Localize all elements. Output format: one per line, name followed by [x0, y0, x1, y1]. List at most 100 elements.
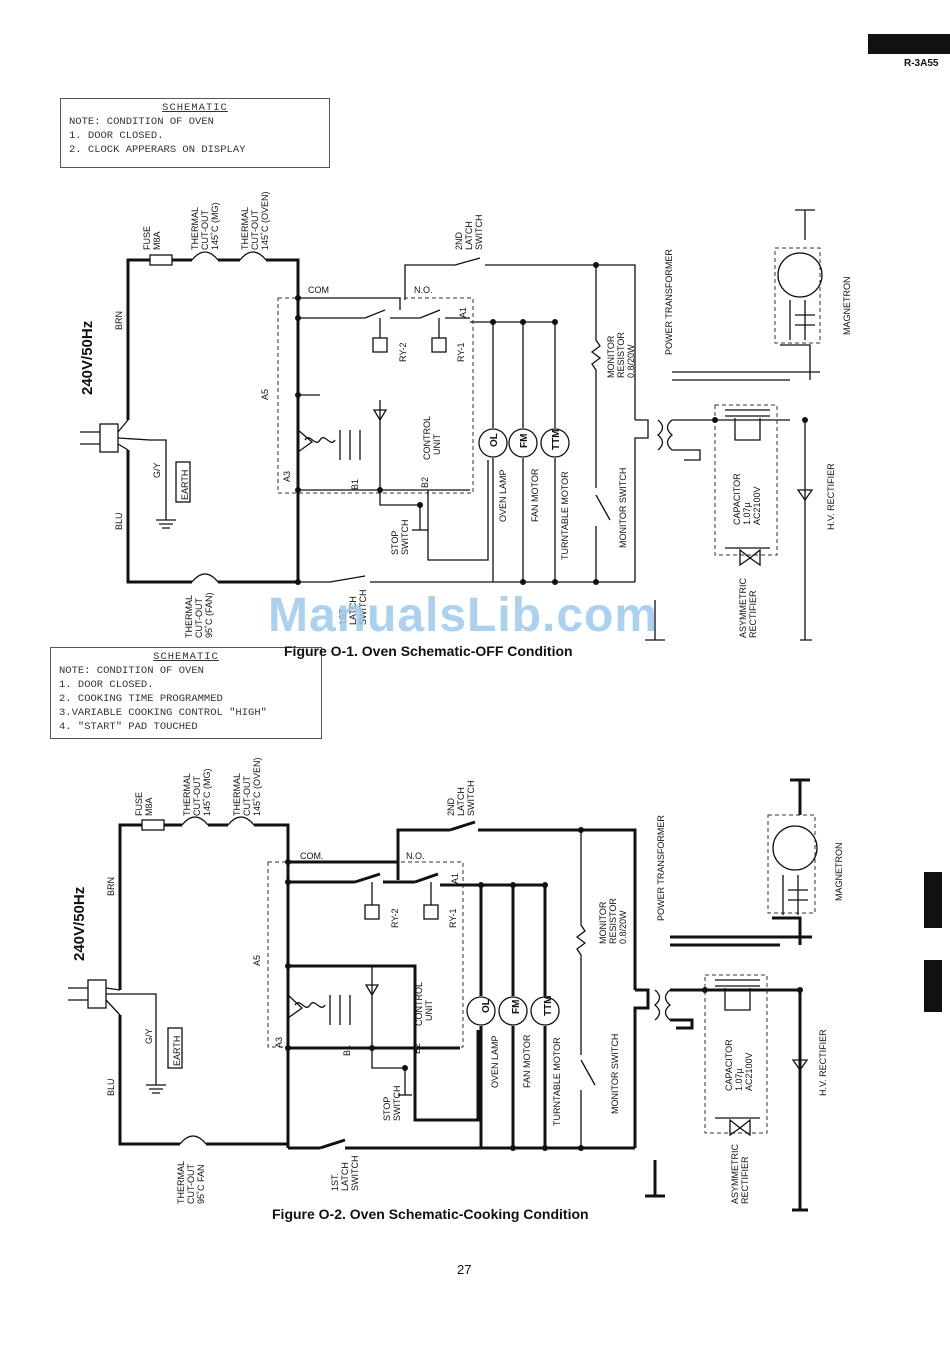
- schematic-note-box-1: SCHEMATIC NOTE: CONDITION OF OVEN 1. DOO…: [60, 98, 330, 168]
- label-latch2-3: SWITCH: [474, 215, 484, 251]
- header-bar: [868, 34, 950, 54]
- label-tco-ov1: THERMAL: [240, 207, 250, 250]
- label-ry1: RY-1: [456, 342, 466, 362]
- label-ry2: RY-2: [390, 908, 400, 928]
- label-fan-motor: FAN MOTOR: [530, 468, 540, 522]
- label-tco-fan3: 95˚C (FAN): [204, 592, 214, 638]
- label-pt: POWER TRANSFORMER: [656, 815, 666, 921]
- label-latch1-3: SWITCH: [350, 1156, 360, 1192]
- label-cap2: 1.07µ: [742, 502, 752, 525]
- label-tco-fan1: THERMAL: [176, 1161, 186, 1204]
- label-mons: MONITOR SWITCH: [610, 1034, 620, 1114]
- label-cap1: CAPACITOR: [724, 1039, 734, 1091]
- label-monr1: MONITOR: [606, 335, 616, 378]
- label-mons: MONITOR SWITCH: [618, 468, 628, 548]
- label-cap3: AC2100V: [752, 486, 762, 525]
- label-stop1: STOP: [382, 1097, 392, 1121]
- note-line: 2. COOKING TIME PROGRAMMED: [59, 693, 223, 705]
- label-mag: MAGNETRON: [834, 843, 844, 902]
- label-monr3: 0.8/20W: [618, 910, 628, 944]
- label-cap3: AC2100V: [744, 1052, 754, 1091]
- side-tab-mark: [924, 872, 942, 928]
- label-latch1-2: LATCH: [340, 1162, 350, 1191]
- label-tco-fan1: THERMAL: [184, 595, 194, 638]
- label-b2: B2: [412, 1043, 422, 1054]
- label-ttm: TTM: [551, 429, 562, 450]
- label-cu1: CONTROL: [422, 416, 432, 460]
- label-fuse2: M8A: [152, 231, 162, 250]
- label-ry2: RY-2: [398, 342, 408, 362]
- note-line: 2. CLOCK APPERARS ON DISPLAY: [69, 144, 246, 156]
- label-monr2: RESISTOR: [608, 898, 618, 944]
- schematic-figure-2: [68, 778, 818, 1212]
- label-stop2: SWITCH: [392, 1086, 402, 1122]
- label-latch1-2: LATCH: [348, 596, 358, 625]
- label-asym1: ASYMMETRIC: [730, 1143, 740, 1204]
- label-asym2: RECTIFIER: [740, 1156, 750, 1204]
- label-cu2: UNIT: [424, 1000, 434, 1021]
- label-tco-fan2: CUT-OUT: [186, 1164, 196, 1204]
- label-ttm: TTM: [543, 995, 554, 1016]
- label-latch2-2: LATCH: [456, 787, 466, 816]
- label-latch2-2: LATCH: [464, 221, 474, 250]
- note-title: SCHEMATIC: [153, 651, 219, 663]
- label-monr1: MONITOR: [598, 901, 608, 944]
- label-latch1-1: 1ST.: [330, 1173, 340, 1191]
- label-fuse1: FUSE: [134, 792, 144, 816]
- label-fan-motor: FAN MOTOR: [522, 1034, 532, 1088]
- label-b1: B1: [342, 1045, 352, 1056]
- label-blu: BLU: [106, 1078, 116, 1096]
- note-title: SCHEMATIC: [162, 102, 228, 114]
- label-tt-motor: TURNTABLE MOTOR: [552, 1037, 562, 1126]
- watermark: ManualsLib.com: [268, 589, 659, 642]
- label-mag: MAGNETRON: [842, 277, 852, 336]
- label-tco-ov2: CUT-OUT: [250, 210, 260, 250]
- label-stop2: SWITCH: [400, 520, 410, 556]
- label-tco-fan3: 95˚C FAN: [196, 1164, 206, 1204]
- label-stop1: STOP: [390, 531, 400, 555]
- label-supply: 240V/50Hz: [79, 321, 96, 395]
- label-cap2: 1.07µ: [734, 1068, 744, 1091]
- note-line: NOTE: CONDITION OF OVEN: [59, 665, 204, 677]
- label-blu: BLU: [114, 512, 124, 530]
- label-oven-lamp: OVEN LAMP: [498, 469, 508, 522]
- label-a3: A3: [274, 1037, 284, 1048]
- label-latch1-3: SWITCH: [358, 590, 368, 626]
- label-latch1-1: 1ST: [338, 608, 348, 625]
- figure-caption-2: Figure O-2. Oven Schematic-Cooking Condi…: [272, 1206, 589, 1222]
- label-latch2-1: 2ND: [446, 797, 456, 816]
- note-line: 3.VARIABLE COOKING CONTROL "HIGH": [59, 707, 267, 719]
- note-line: NOTE: CONDITION OF OVEN: [69, 116, 214, 128]
- label-cu1: CONTROL: [414, 982, 424, 1026]
- label-tco-mg2: CUT-OUT: [200, 210, 210, 250]
- model-code: R-3A55: [904, 58, 939, 69]
- label-a1: A1: [450, 873, 460, 884]
- label-brn: BRN: [114, 311, 124, 330]
- schematic-figure-1: [80, 209, 823, 641]
- label-tco-ov1: THERMAL: [232, 773, 242, 816]
- note-line: 1. DOOR CLOSED.: [59, 679, 154, 691]
- label-latch2-3: SWITCH: [466, 781, 476, 817]
- label-latch2-1: 2ND: [454, 231, 464, 250]
- label-tco-mg3: 145˚C (MG): [210, 202, 220, 250]
- label-com: COM.: [300, 851, 324, 861]
- note-line: 1. DOOR CLOSED.: [69, 130, 164, 142]
- schematic-note-box-2: SCHEMATIC NOTE: CONDITION OF OVEN 1. DOO…: [50, 647, 322, 739]
- label-monr2: RESISTOR: [616, 332, 626, 378]
- label-brn: BRN: [106, 877, 116, 896]
- label-pt: POWER TRANSFORMER: [664, 249, 674, 355]
- label-supply: 240V/50Hz: [71, 887, 88, 961]
- label-b2: B2: [420, 477, 430, 488]
- label-earth: EARTH: [180, 470, 190, 500]
- label-com: COM: [308, 285, 329, 295]
- label-fuse2: M8A: [144, 797, 154, 816]
- label-tco-mg1: THERMAL: [190, 207, 200, 250]
- label-a3: A3: [282, 471, 292, 482]
- label-cu2: UNIT: [432, 434, 442, 455]
- label-hv: H.V. RECTIFIER: [826, 463, 836, 530]
- label-ol: OL: [481, 999, 492, 1013]
- label-a5: A5: [260, 389, 270, 400]
